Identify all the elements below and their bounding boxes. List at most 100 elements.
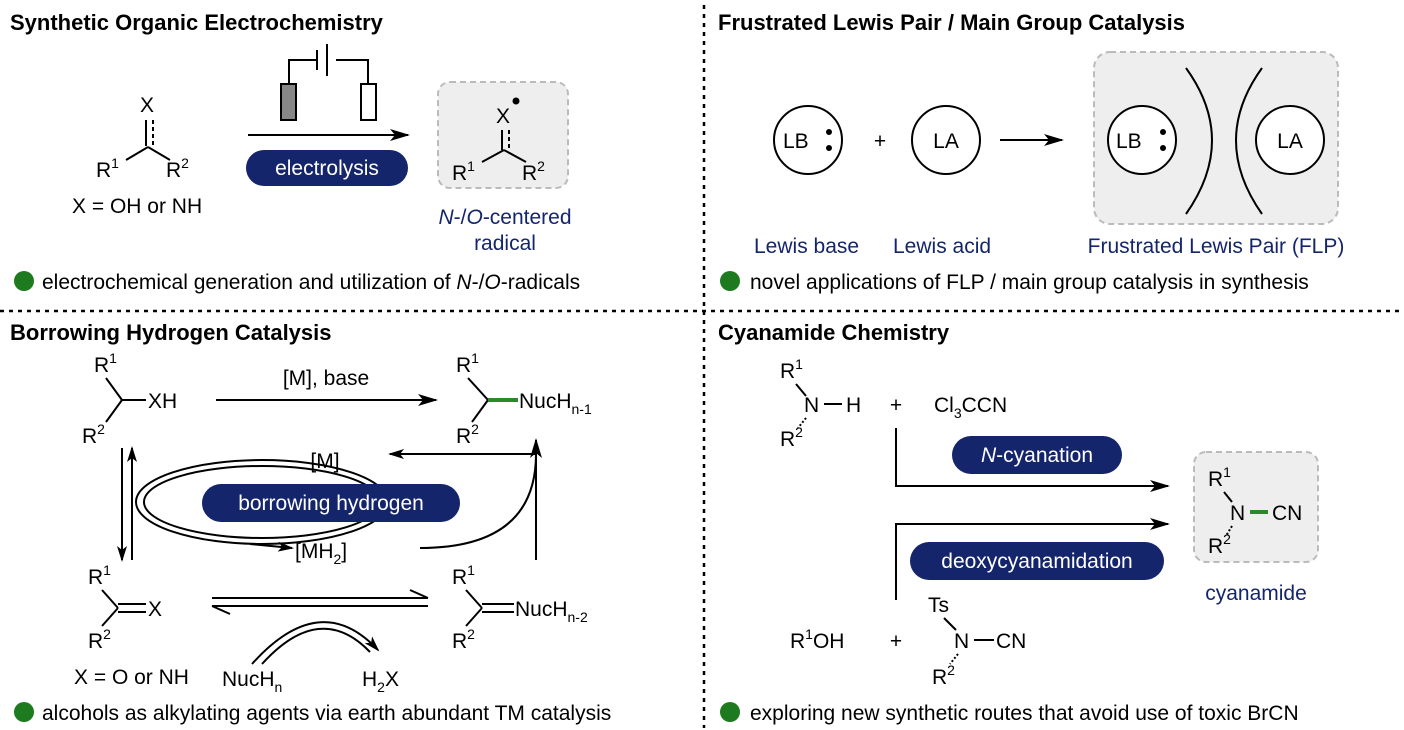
bond-r2 <box>147 146 171 161</box>
alcohol-r2: R2 <box>82 421 105 448</box>
bullet-flp: novel applications of FLP / main group c… <box>750 271 1309 294</box>
bond <box>465 589 483 609</box>
pill-deoxycyanamidation-label: deoxycyanamidation <box>941 550 1132 573</box>
catalyst-mh2: [MH2] <box>295 540 347 567</box>
bond <box>465 607 483 627</box>
panel-title-flp: Frustrated Lewis Pair / Main Group Catal… <box>718 10 1185 35</box>
bullet-electrochemistry: electrochemical generation and utilizati… <box>42 271 580 294</box>
lone-pair-dot <box>826 145 832 151</box>
reagent-n: N <box>954 630 969 653</box>
product-r2: R2 <box>456 421 479 448</box>
bond <box>101 607 119 627</box>
radical-dot <box>512 97 520 105</box>
amine-h: H <box>846 394 861 417</box>
alcohol-r1: R1 <box>94 350 117 377</box>
product-r1: R1 <box>456 350 479 377</box>
product-label-line2: radical <box>474 232 536 255</box>
product-r1: R1 <box>452 158 475 185</box>
cyanamide-r2: R2 <box>1208 531 1231 558</box>
pill-borrowing-hydrogen-label: borrowing hydrogen <box>238 492 424 515</box>
plus-sign: + <box>890 394 902 417</box>
alcohol-xh: XH <box>148 390 177 413</box>
pill-deoxycyanamidation <box>910 542 1164 580</box>
arrow-deoxycyanamidation <box>895 518 1170 600</box>
bullet-dot <box>14 271 34 291</box>
imine-r2: R2 <box>452 626 475 653</box>
bond <box>1225 525 1233 537</box>
bullet-cyanamide: exploring new synthetic routes that avoi… <box>750 702 1299 725</box>
imine-r1: R1 <box>452 562 475 589</box>
label-flp: Frustrated Lewis Pair (FLP) <box>1088 235 1345 258</box>
lewis-acid-la: LA <box>933 130 959 153</box>
product-bond-r1 <box>481 149 505 163</box>
panel-title-borrowing: Borrowing Hydrogen Catalysis <box>10 320 332 345</box>
label-lewis-acid: Lewis acid <box>893 235 991 258</box>
plus-sign: + <box>890 630 902 653</box>
bond <box>943 617 957 631</box>
imine-nuc: NucHn-2 <box>515 598 588 625</box>
lone-pair-dot <box>826 129 832 135</box>
reagent-ts: Ts <box>928 594 949 617</box>
bond <box>105 399 123 423</box>
amine-r1: R1 <box>780 356 803 383</box>
label-lewis-base: Lewis base <box>754 235 859 258</box>
flp-lewis-acid-circle <box>1255 105 1325 175</box>
carbonyl-r2: R2 <box>88 626 111 653</box>
bond <box>105 377 123 401</box>
steric-arc-left <box>1185 67 1213 215</box>
bullet-dot <box>14 702 34 722</box>
curved-arrow-outer <box>251 621 380 665</box>
lewis-base-lb: LB <box>783 130 809 153</box>
bond <box>101 589 119 609</box>
bullet-dot <box>720 271 740 291</box>
substrate-x-atom: X <box>140 94 154 117</box>
bullet-borrowing: alcohols as alkylating agents via earth … <box>42 702 611 725</box>
bullet-dot <box>720 702 740 722</box>
cyanamide-n: N <box>1230 502 1245 525</box>
bond-r1 <box>125 146 149 161</box>
lewis-base-circle <box>773 105 843 175</box>
curved-arrow-inner <box>261 627 371 665</box>
panel-borrowing-hydrogen: Borrowing Hydrogen Catalysis R1 XH R2 [M… <box>10 320 611 725</box>
byproduct-h2x: H2X <box>362 668 399 695</box>
cyanamide-cn: CN <box>1272 502 1302 525</box>
panel-title-electrochemistry: Synthetic Organic Electrochemistry <box>10 10 384 35</box>
product-r2: R2 <box>522 158 545 185</box>
pill-borrowing-hydrogen <box>202 484 460 522</box>
reagent-r2: R2 <box>932 662 955 689</box>
cycle-right-arc <box>419 453 537 549</box>
bond <box>467 377 489 401</box>
steric-arc-right <box>1235 67 1263 215</box>
pill-n-cyanation-label: N-cyanation <box>981 444 1093 467</box>
flp-box <box>1093 51 1339 225</box>
nucleophile-nuch: NucHn <box>222 668 282 695</box>
lone-pair-dot <box>1160 129 1166 135</box>
circuit-wire <box>288 59 369 84</box>
arrow-n-cyanation <box>895 428 1170 492</box>
reagent-cn: CN <box>996 630 1026 653</box>
panel-flp: Frustrated Lewis Pair / Main Group Catal… <box>718 10 1344 294</box>
lone-pair-dot <box>1160 145 1166 151</box>
product-label-line1: N-/O-centered <box>438 206 571 229</box>
flp-la: LA <box>1277 130 1303 153</box>
conditions-m-base: [M], base <box>283 367 369 390</box>
x-definition-borrowing: X = O or NH <box>74 666 189 689</box>
panel-cyanamide: Cyanamide Chemistry R1 N H R2 + Cl3CCN N… <box>718 320 1319 725</box>
pill-electrolysis <box>246 150 408 186</box>
catalyst-m: [M] <box>310 450 339 473</box>
product-box-cyanamide <box>1193 451 1319 563</box>
cyanamide-r1: R1 <box>1208 464 1231 491</box>
alcohol-r1oh: R1OH <box>790 626 844 653</box>
panel-electrochemistry: Synthetic Organic Electrochemistry X R1 … <box>10 10 580 294</box>
bond <box>1223 491 1233 503</box>
amine-r2: R2 <box>780 424 803 451</box>
half-arrowhead <box>409 589 429 599</box>
plus-sign: + <box>874 130 886 153</box>
flp-lb: LB <box>1116 130 1142 153</box>
panel-title-cyanamide: Cyanamide Chemistry <box>718 320 950 345</box>
cathode-electrode <box>360 83 377 121</box>
reagent-cl3ccn: Cl3CCN <box>934 394 1007 421</box>
substrate-r1: R1 <box>96 155 119 182</box>
flp-lewis-base-circle <box>1107 105 1177 175</box>
